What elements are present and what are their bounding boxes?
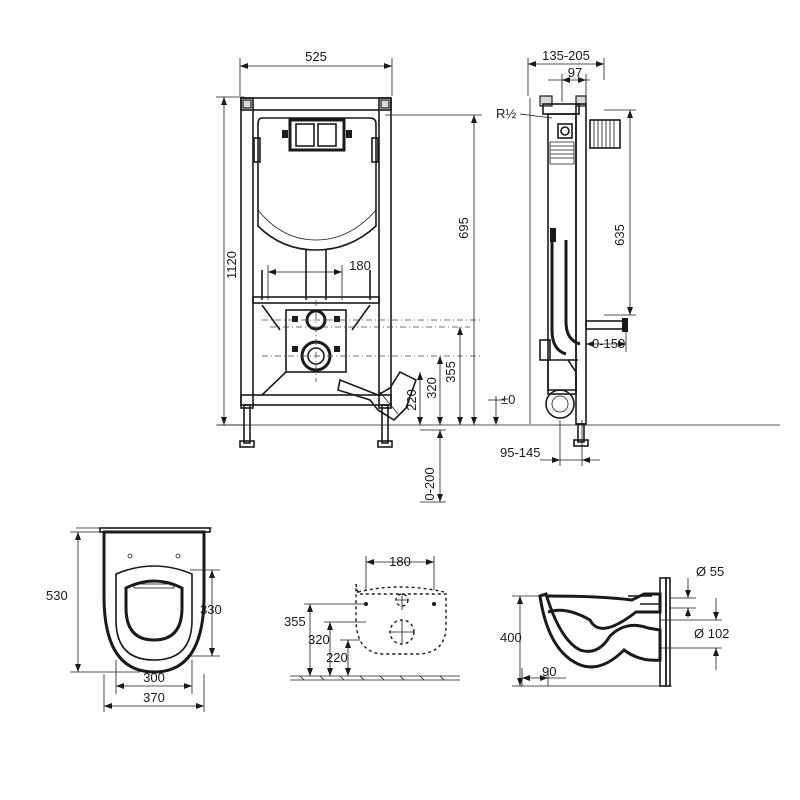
top-view: 530 330 300 370 — [46, 527, 222, 712]
top-seat-width-label: 300 — [143, 670, 165, 685]
profile-outlet-diameter-label: Ø 102 — [694, 626, 729, 641]
profile-offset-label: 90 — [542, 664, 556, 679]
profile-height-label: 400 — [500, 630, 522, 645]
profile-view: Ø 55 Ø 102 400 90 — [500, 564, 729, 687]
zero-level-label: ±0 — [501, 392, 515, 407]
side-depth-range-label: 135-205 — [542, 48, 590, 63]
top-length-label: 530 — [46, 588, 68, 603]
front-adjust-range-label: 0-200 — [422, 467, 437, 500]
front-height-label: 1120 — [224, 251, 239, 279]
front-inlet-height-label: 320 — [424, 377, 439, 399]
side-height-label: 635 — [612, 224, 627, 246]
side-thread-label: R½ — [496, 106, 516, 121]
bolt-h320-label: 320 — [308, 632, 330, 647]
side-foot-range-label: 95-145 — [500, 445, 540, 460]
top-width-label: 370 — [143, 690, 165, 705]
front-bolt-spacing-label: 180 — [349, 258, 371, 273]
bolt-h220-label: 220 — [326, 650, 348, 665]
side-pipe-range-label: 0-150 — [592, 336, 625, 351]
side-depth-label: 97 — [568, 65, 582, 80]
bolt-spacing-label: 180 — [389, 554, 411, 569]
front-outlet-height-label: 355 — [443, 361, 458, 383]
profile-inlet-diameter-label: Ø 55 — [696, 564, 724, 579]
front-width-label: 525 — [305, 49, 327, 64]
bolt-h355-label: 355 — [284, 614, 306, 629]
front-view: 525 1120 — [216, 49, 780, 503]
bolt-view: 180 355 320 220 — [284, 554, 460, 681]
top-seat-length-label: 330 — [200, 602, 222, 617]
front-cistern-height-label: 695 — [456, 217, 471, 239]
side-view: 135-205 97 R½ — [496, 48, 636, 466]
front-drain-height-label: 220 — [404, 389, 419, 411]
